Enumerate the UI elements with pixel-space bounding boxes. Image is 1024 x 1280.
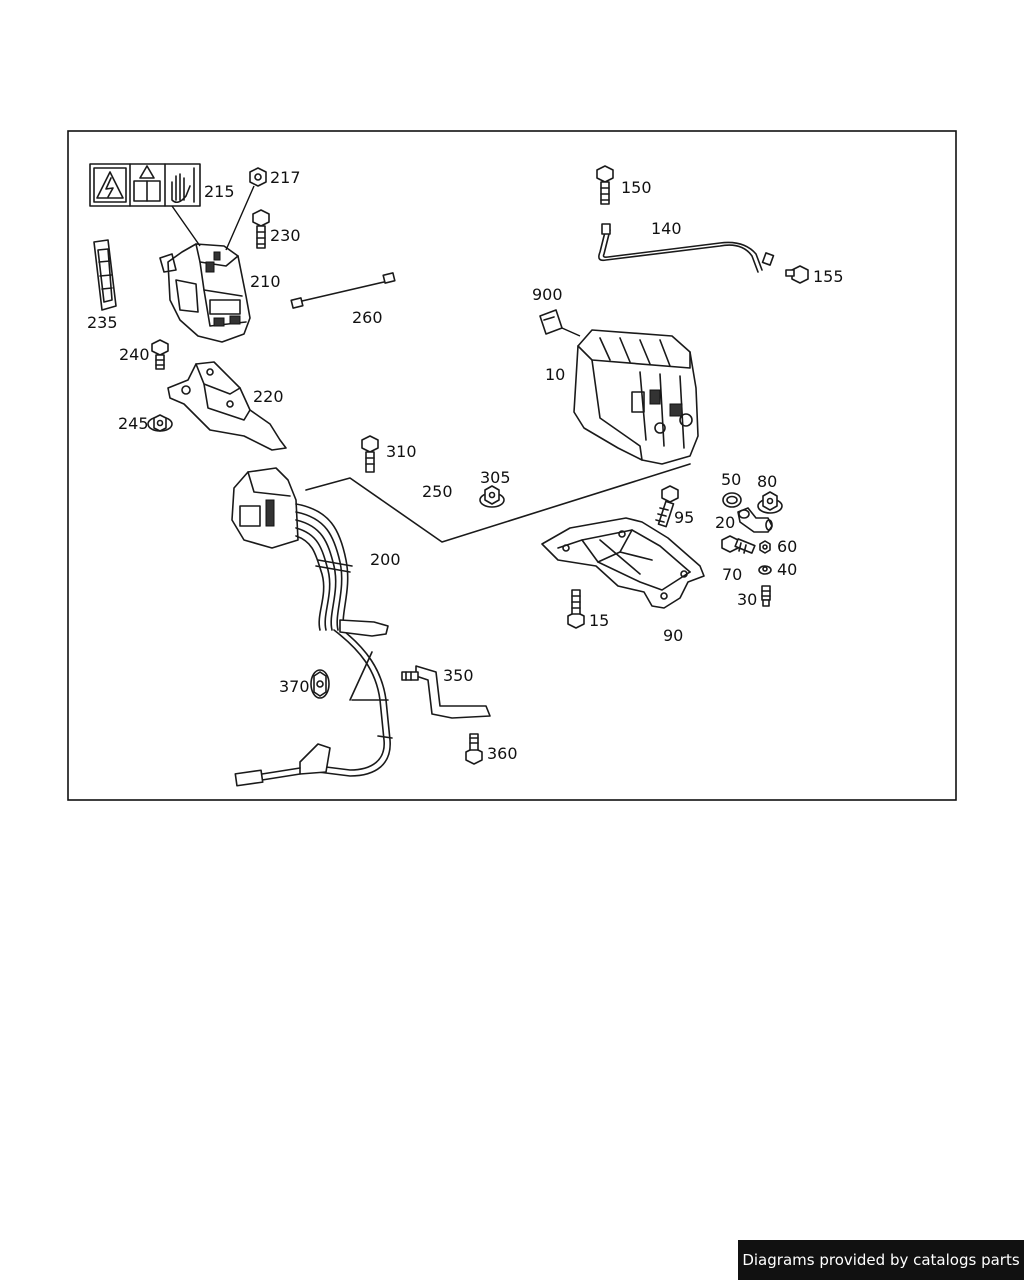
callout-30[interactable]: 30: [737, 590, 757, 609]
ground-cable-part-140[interactable]: [598, 223, 775, 273]
callout-155[interactable]: 155: [813, 267, 844, 286]
bracket-part-350[interactable]: [401, 665, 491, 719]
callout-200[interactable]: 200: [370, 550, 401, 569]
callout-40[interactable]: 40: [777, 560, 797, 579]
nut-part-60[interactable]: [759, 540, 771, 554]
callout-310[interactable]: 310: [386, 442, 417, 461]
callout-140[interactable]: 140: [651, 219, 682, 238]
diagram-frame: [67, 130, 957, 801]
bolt-part-240[interactable]: [151, 339, 169, 370]
callout-305[interactable]: 305: [480, 468, 511, 487]
leader-lines: [171, 185, 581, 337]
callout-20[interactable]: 20: [715, 513, 735, 532]
callout-230[interactable]: 230: [270, 226, 301, 245]
callout-215[interactable]: 215: [204, 182, 235, 201]
foil-part-900[interactable]: [539, 309, 563, 335]
battery-unit-part-10[interactable]: [573, 329, 699, 465]
gasket-part-235[interactable]: [93, 239, 117, 311]
callout-217[interactable]: 217: [270, 168, 301, 187]
warning-label-part-215[interactable]: [89, 163, 201, 207]
callout-90[interactable]: 90: [663, 626, 683, 645]
bracket-part-220[interactable]: [167, 361, 287, 451]
callout-260[interactable]: 260: [352, 308, 383, 327]
callout-15[interactable]: 15: [589, 611, 609, 630]
tray-part-90[interactable]: [541, 517, 705, 609]
bolt-part-95[interactable]: [655, 485, 679, 528]
seal-ring-part-50[interactable]: [722, 492, 742, 508]
pipe-fitting-part-20[interactable]: [737, 507, 773, 533]
callout-60[interactable]: 60: [777, 537, 797, 556]
bolt-part-150[interactable]: [596, 165, 614, 205]
bolt-part-360[interactable]: [465, 733, 483, 765]
nut-part-305[interactable]: [479, 485, 505, 508]
callout-210[interactable]: 210: [250, 272, 281, 291]
callout-370[interactable]: 370: [279, 677, 310, 696]
bolt-part-230[interactable]: [252, 209, 270, 249]
callout-360[interactable]: 360: [487, 744, 518, 763]
callout-10[interactable]: 10: [545, 365, 565, 384]
nut-part-245[interactable]: [147, 414, 173, 432]
callout-245[interactable]: 245: [118, 414, 149, 433]
callout-labels: 215 217 230 210 235 240 220 245 260 150 …: [87, 168, 844, 763]
callout-350[interactable]: 350: [443, 666, 474, 685]
nut-part-40[interactable]: [758, 565, 772, 575]
callout-50[interactable]: 50: [721, 470, 741, 489]
bolt-part-70[interactable]: [721, 535, 756, 554]
callout-70[interactable]: 70: [722, 565, 742, 584]
nut-part-217[interactable]: [249, 167, 267, 187]
credit-banner: Diagrams provided by catalogs parts: [738, 1240, 1024, 1280]
screw-part-155[interactable]: [785, 265, 809, 284]
bracket-outline-part-250[interactable]: [305, 463, 691, 543]
stud-part-30[interactable]: [761, 585, 771, 607]
bolt-part-15[interactable]: [567, 589, 585, 629]
nut-part-370[interactable]: [310, 669, 330, 699]
callout-250[interactable]: 250: [422, 482, 453, 501]
callout-150[interactable]: 150: [621, 178, 652, 197]
callout-900[interactable]: 900: [532, 285, 563, 304]
control-module-part-210[interactable]: [159, 243, 251, 343]
cable-part-260[interactable]: [290, 272, 396, 309]
callout-240[interactable]: 240: [119, 345, 150, 364]
wiring-harness-part-200[interactable]: [231, 467, 393, 787]
bolt-part-310[interactable]: [361, 435, 379, 473]
nut-part-80[interactable]: [757, 491, 783, 514]
callout-80[interactable]: 80: [757, 472, 777, 491]
callout-220[interactable]: 220: [253, 387, 284, 406]
callout-95[interactable]: 95: [674, 508, 694, 527]
callout-235[interactable]: 235: [87, 313, 118, 332]
